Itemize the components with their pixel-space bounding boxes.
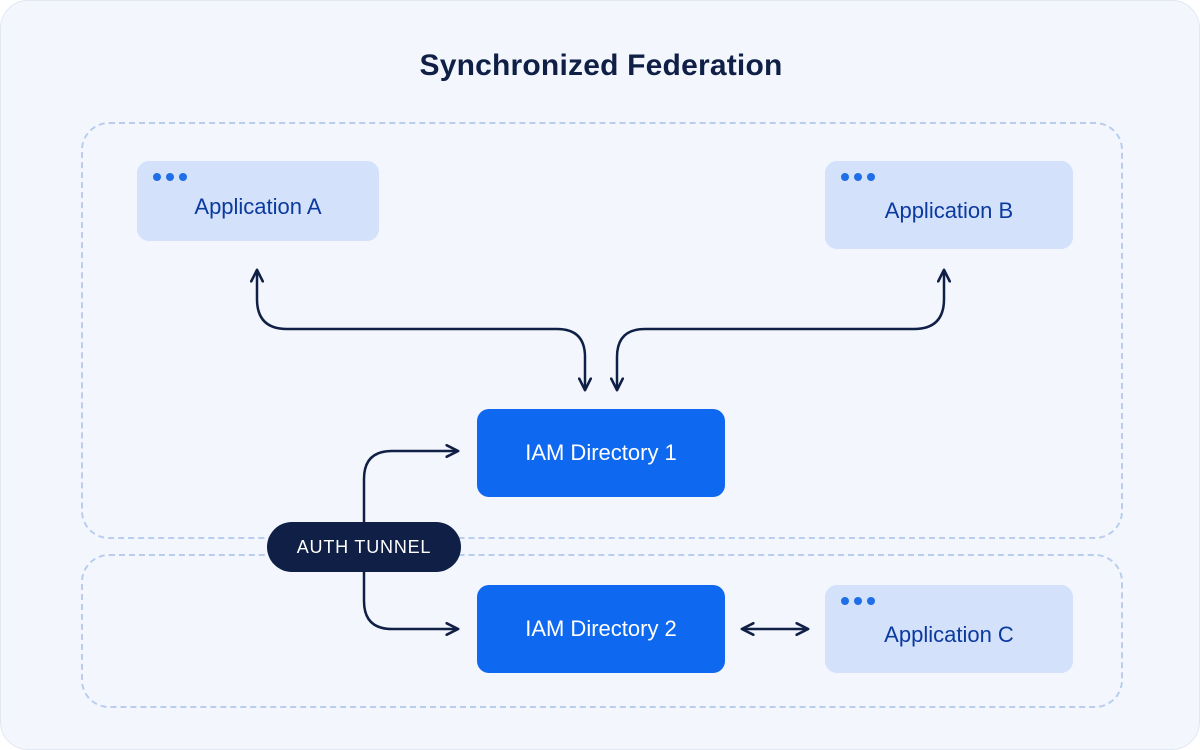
diagram-title: Synchronized Federation (419, 49, 783, 82)
window-dots-icon (841, 173, 875, 181)
window-dots-icon (153, 173, 187, 181)
auth-tunnel-pill: AUTH TUNNEL (267, 522, 461, 572)
arrow-tunnel-dir-1 (362, 451, 457, 524)
iam-directory-2-box: IAM Directory 2 (477, 585, 725, 673)
federation-zone-1 (81, 122, 1123, 539)
application-c-label: Application C (884, 622, 1014, 647)
application-c-box: Application C (825, 585, 1073, 673)
window-dots-icon (841, 597, 875, 605)
arrow-app-a-dir-1 (257, 271, 585, 389)
application-b-box: Application B (825, 161, 1073, 249)
iam-directory-1-box: IAM Directory 1 (477, 409, 725, 497)
arrow-tunnel-dir-2 (362, 570, 457, 629)
application-a-label: Application A (194, 194, 322, 219)
arrow-app-b-dir-1 (617, 271, 944, 389)
iam-directory-1-label: IAM Directory 1 (525, 440, 677, 465)
iam-directory-2-label: IAM Directory 2 (525, 616, 677, 641)
application-a-box: Application A (137, 161, 379, 241)
application-b-label: Application B (884, 198, 1014, 223)
auth-tunnel-label: AUTH TUNNEL (296, 536, 432, 557)
federation-zone-2 (81, 554, 1123, 708)
